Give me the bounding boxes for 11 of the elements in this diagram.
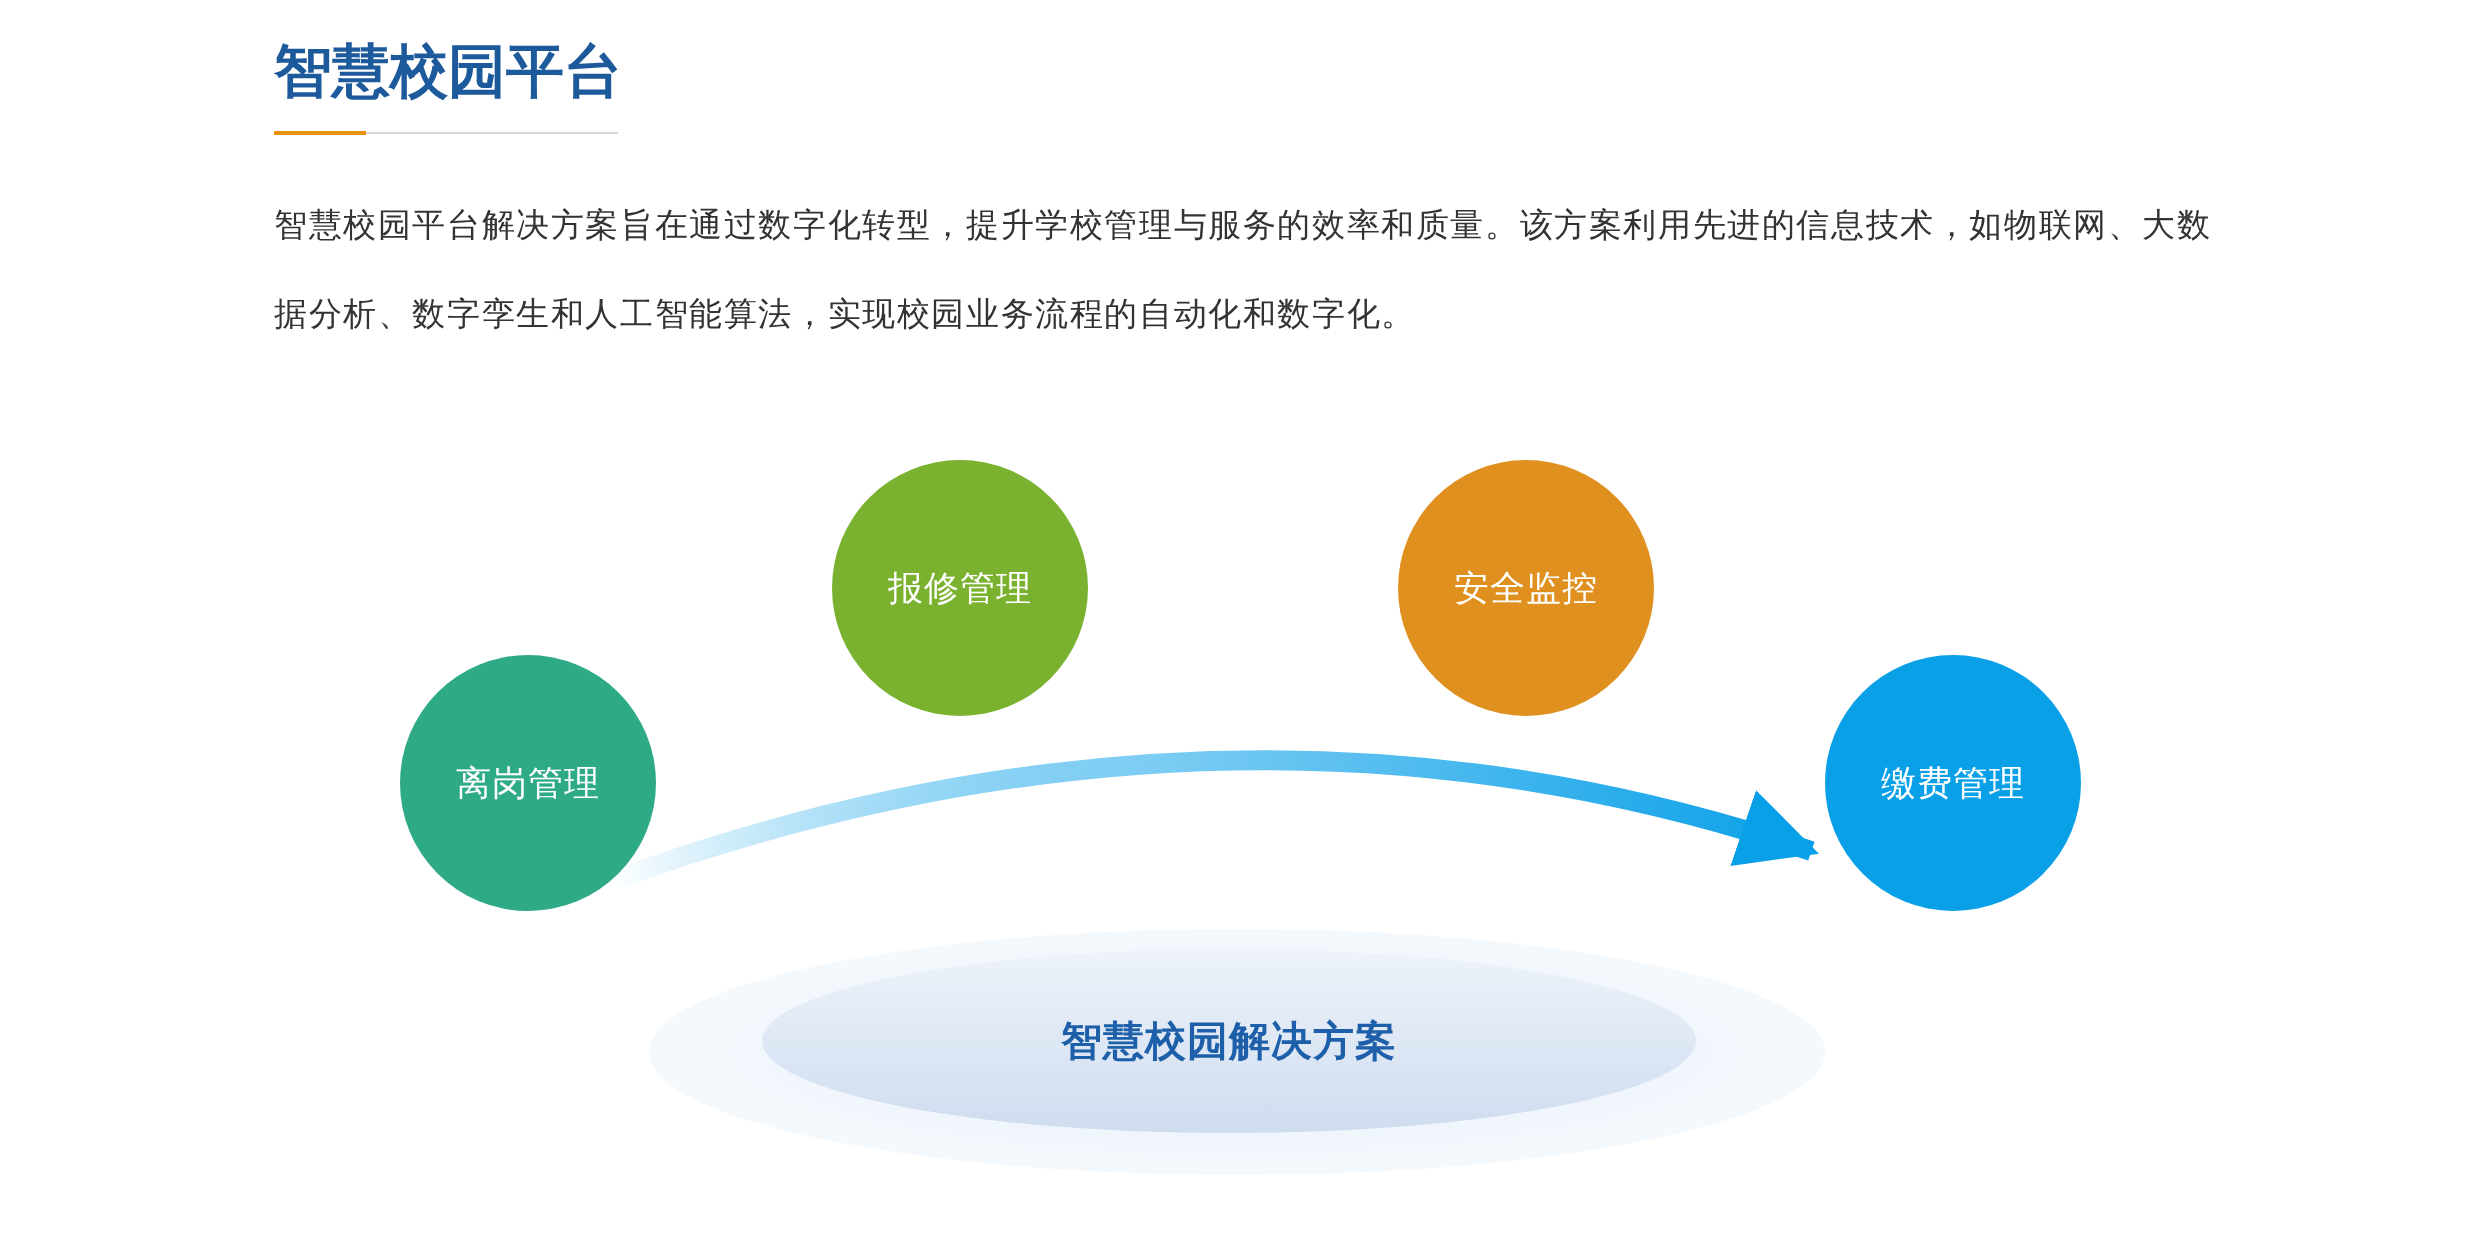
module-circle [1398,460,1654,716]
node-label: 智慧校园解决方案 [1061,1015,1397,1067]
node-label: 安全监控 [1454,566,1598,610]
module-circle [1825,655,2081,911]
intro-paragraph: 智慧校园平台解决方案旨在通过数字化转型，提升学校管理与服务的效率和质量。该方案利用先进的信息技术，如物联网、大数据分析、数字孪生和人工智能算法，实现校园业务流程的自动化和数字化。 [274,204,2213,335]
node-label: 缴费管理 [1881,761,2025,805]
node-label: 报修管理 [888,566,1032,610]
node-label: 离岗管理 [456,761,600,805]
module-circle [400,655,656,911]
page-title: 智慧校园平台 [274,38,622,104]
module-circle [832,460,1088,716]
